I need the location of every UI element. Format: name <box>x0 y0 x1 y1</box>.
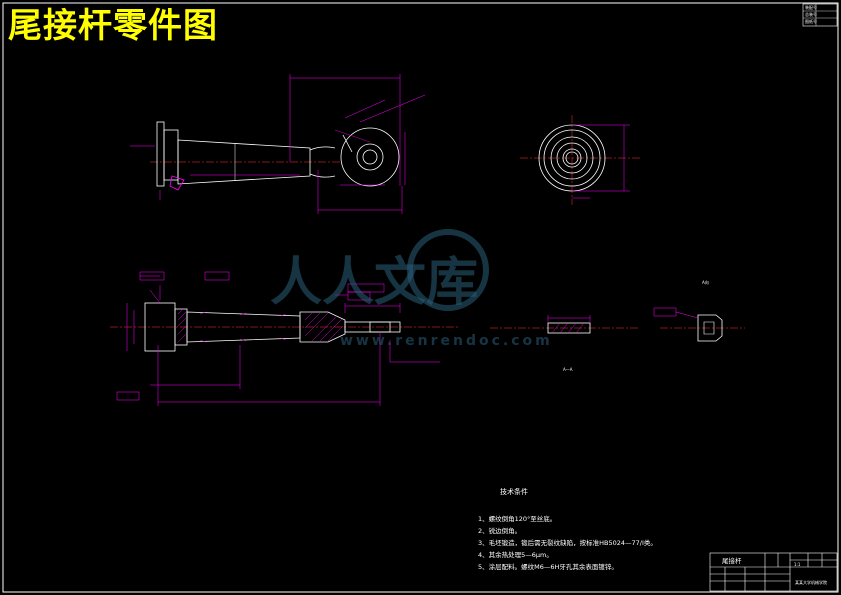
technical-requirements: 技术条件 1、螺纹倒角120°至丝底。 2、锐边倒角。 3、毛坯锻造，锻后需无裂… <box>478 487 657 571</box>
tr-cell-2: 总装号 <box>805 11 817 17</box>
watermark-subtext: www.renrendoc.com <box>340 333 553 349</box>
side-view-dimensions <box>572 124 630 199</box>
drawing-title: 尾接杆零件图 <box>8 6 218 46</box>
title-block-part-name: 尾接杆 <box>722 556 742 565</box>
tr-cell-3: 图纸号 <box>805 18 817 24</box>
tech-req-item-3: 3、毛坯锻造，锻后需无裂纹缺陷，按标准HB5024—77/Ⅰ类。 <box>478 538 657 547</box>
top-right-block: 装配号 总装号 图纸号 <box>802 3 838 27</box>
section-dimensions <box>116 271 440 406</box>
tech-req-item-1: 1、螺纹倒角120°至丝底。 <box>478 514 556 523</box>
view-a-label: A向 <box>702 279 709 285</box>
front-view-dimensions <box>130 74 426 214</box>
side-view <box>520 115 640 205</box>
tech-req-heading: 技术条件 <box>500 487 528 496</box>
watermark-text: 人人文库 <box>270 252 478 313</box>
tech-req-item-4: 4、其余热处理5—6μm。 <box>478 550 553 559</box>
section-a-label: A—A <box>563 367 573 372</box>
title-block-school: 某某大学机械学院 <box>795 579 827 585</box>
title-block-scale: 1:1 <box>794 562 801 567</box>
front-view <box>150 121 400 191</box>
tr-cell-1: 装配号 <box>805 4 817 10</box>
tech-req-item-2: 2、锐边倒角。 <box>478 526 521 535</box>
view-a: A向 <box>653 279 745 342</box>
section-hatching <box>177 307 344 343</box>
tech-req-item-5: 5、涂层配料。螺纹M6—6H牙孔其余表面镀锌。 <box>478 562 618 571</box>
section-a-a: A—A <box>490 315 640 372</box>
watermark: 人人文库 www.renrendoc.com <box>270 229 553 349</box>
title-block <box>709 552 838 592</box>
